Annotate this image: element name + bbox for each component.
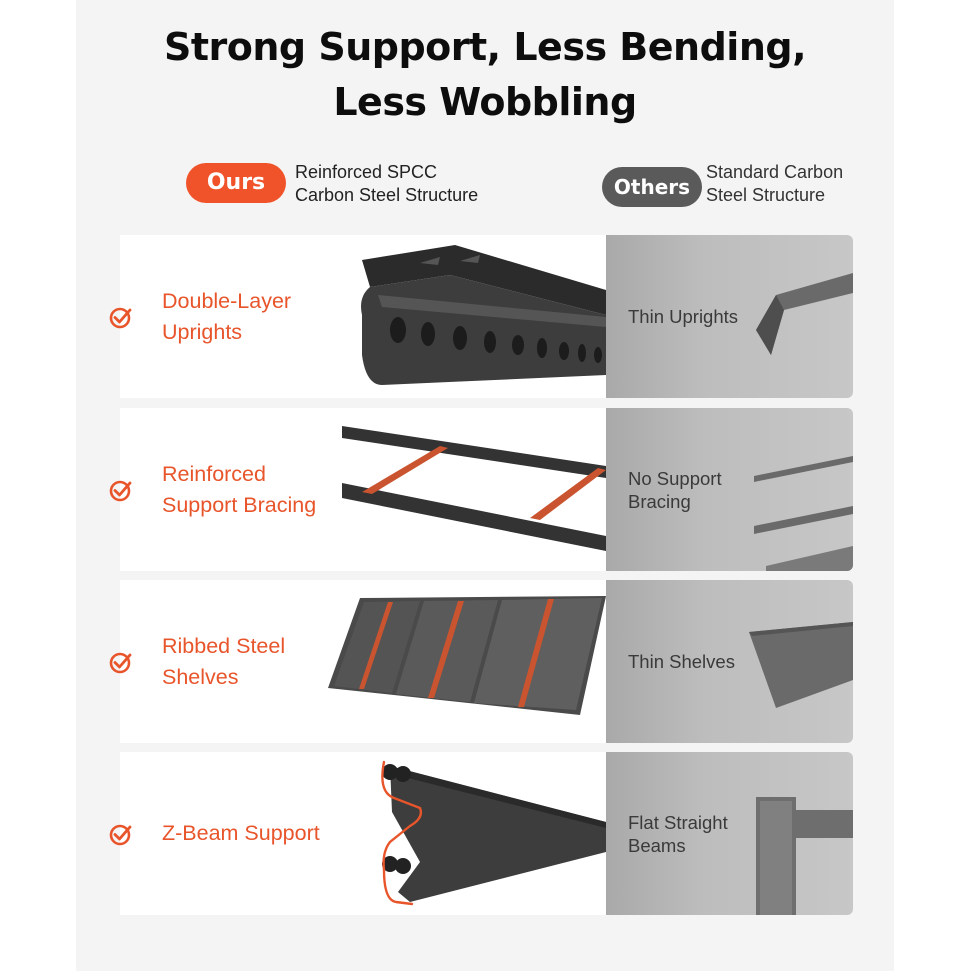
thin-shelf-illustration: [749, 622, 853, 708]
other-label: Thin Shelves: [628, 651, 735, 672]
feature-label: Z-Beam Support: [162, 821, 320, 845]
title-line-2: Less Wobbling: [333, 80, 637, 124]
comparison-row-shelves: Ribbed Steel Shelves Thin Shelves: [109, 580, 853, 743]
ours-panel: Reinforced Support Bracing: [109, 408, 606, 571]
feature-label: Ribbed Steel Shelves: [162, 633, 286, 689]
check-circle-icon: [109, 480, 132, 501]
ours-panel: Z-Beam Support: [109, 752, 606, 915]
comparison-row-beams: Z-Beam Support Flat Straight Beams: [109, 752, 853, 915]
others-panel: Thin Uprights: [606, 235, 853, 398]
support-bracing-illustration: [342, 426, 606, 551]
page-title: Strong Support, Less Bending, Less Wobbl…: [0, 20, 970, 130]
ours-panel: Double-Layer Uprights: [109, 235, 606, 398]
ours-badge: Ours: [186, 163, 286, 203]
other-label: No Support Bracing: [628, 467, 722, 512]
flat-beam-illustration: [756, 797, 853, 915]
check-circle-icon: [109, 307, 132, 328]
ribbed-shelf-illustration: [328, 596, 606, 715]
others-badge: Others: [602, 167, 702, 207]
others-panel: Flat Straight Beams: [606, 752, 853, 915]
z-beam-illustration: [381, 760, 606, 906]
title-line-1: Strong Support, Less Bending,: [163, 25, 807, 69]
comparison-row-uprights: Double-Layer Uprights Thin Uprights: [109, 235, 853, 398]
check-circle-icon: [109, 652, 132, 673]
ours-description: Reinforced SPCC Carbon Steel Structure: [295, 162, 479, 205]
feature-label: Double-Layer Uprights: [162, 288, 292, 344]
check-circle-icon: [109, 824, 132, 845]
others-panel: Thin Shelves: [606, 580, 853, 743]
thin-upright-illustration: [756, 273, 853, 355]
other-label: Thin Uprights: [628, 306, 739, 327]
others-panel: No Support Bracing: [606, 408, 853, 571]
other-label: Flat Straight Beams: [628, 811, 728, 856]
ours-panel: Ribbed Steel Shelves: [109, 580, 606, 743]
no-bracing-illustration: [754, 456, 853, 571]
feature-label: Reinforced Support Bracing: [162, 461, 317, 517]
others-description: Standard Carbon Steel Structure: [706, 162, 844, 205]
double-layer-upright-illustration: [361, 245, 606, 385]
comparison-row-bracing: Reinforced Support Bracing No Support Br…: [109, 408, 853, 571]
